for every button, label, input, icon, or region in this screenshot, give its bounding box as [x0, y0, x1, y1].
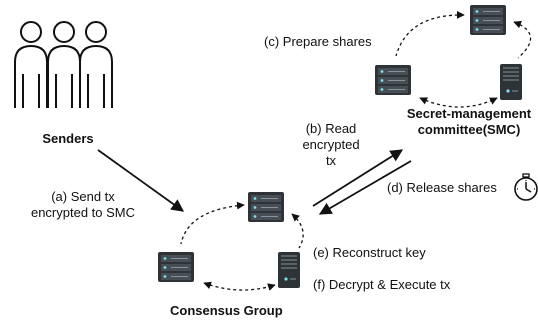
step-a-label: (a) Send tx encrypted to SMC [14, 189, 152, 221]
release-shares-arrow [318, 160, 412, 215]
send-tx-arrow [97, 149, 185, 212]
step-f-label: (f) Decrypt & Execute tx [313, 277, 451, 292]
step-b-line3: tx [325, 153, 337, 168]
step-c-label: (c) Prepare shares [264, 34, 372, 49]
smc-server-right-icon [499, 63, 523, 101]
consensus-server-right-icon [277, 251, 301, 289]
smc-ring-bottom-arrow [419, 97, 498, 108]
smc-title-line1: Secret-management [406, 106, 532, 121]
consensus-ring-left-arrow [180, 201, 245, 245]
senders-label: Senders [42, 131, 94, 146]
read-tx-arrow [312, 149, 404, 207]
smc-ring-left-arrow [395, 10, 465, 57]
step-b-line2: encrypted [302, 137, 360, 152]
consensus-group-label: Consensus Group [170, 303, 283, 318]
stopwatch-icon [514, 173, 538, 201]
step-d-label: (d) Release shares [387, 180, 497, 195]
consensus-ring-right-arrow [291, 213, 304, 249]
step-a-line1: (a) Send tx [51, 189, 115, 204]
smc-server-left-icon [374, 64, 412, 96]
step-a-line2: encrypted to SMC [30, 205, 136, 220]
smc-server-top-icon [469, 4, 507, 36]
smc-title-line2: committee(SMC) [417, 122, 521, 137]
consensus-server-top-icon [247, 191, 285, 223]
step-e-label: (e) Reconstruct key [313, 245, 426, 260]
consensus-ring-bottom-arrow [203, 281, 276, 291]
senders-icon [14, 21, 113, 109]
smc-title: Secret-management committee(SMC) [398, 106, 538, 138]
step-b-line1: (b) Read [305, 121, 357, 136]
consensus-server-left-icon [157, 251, 195, 283]
step-b-label: (b) Read encrypted tx [291, 121, 371, 169]
smc-ring-right-arrow [513, 20, 532, 59]
